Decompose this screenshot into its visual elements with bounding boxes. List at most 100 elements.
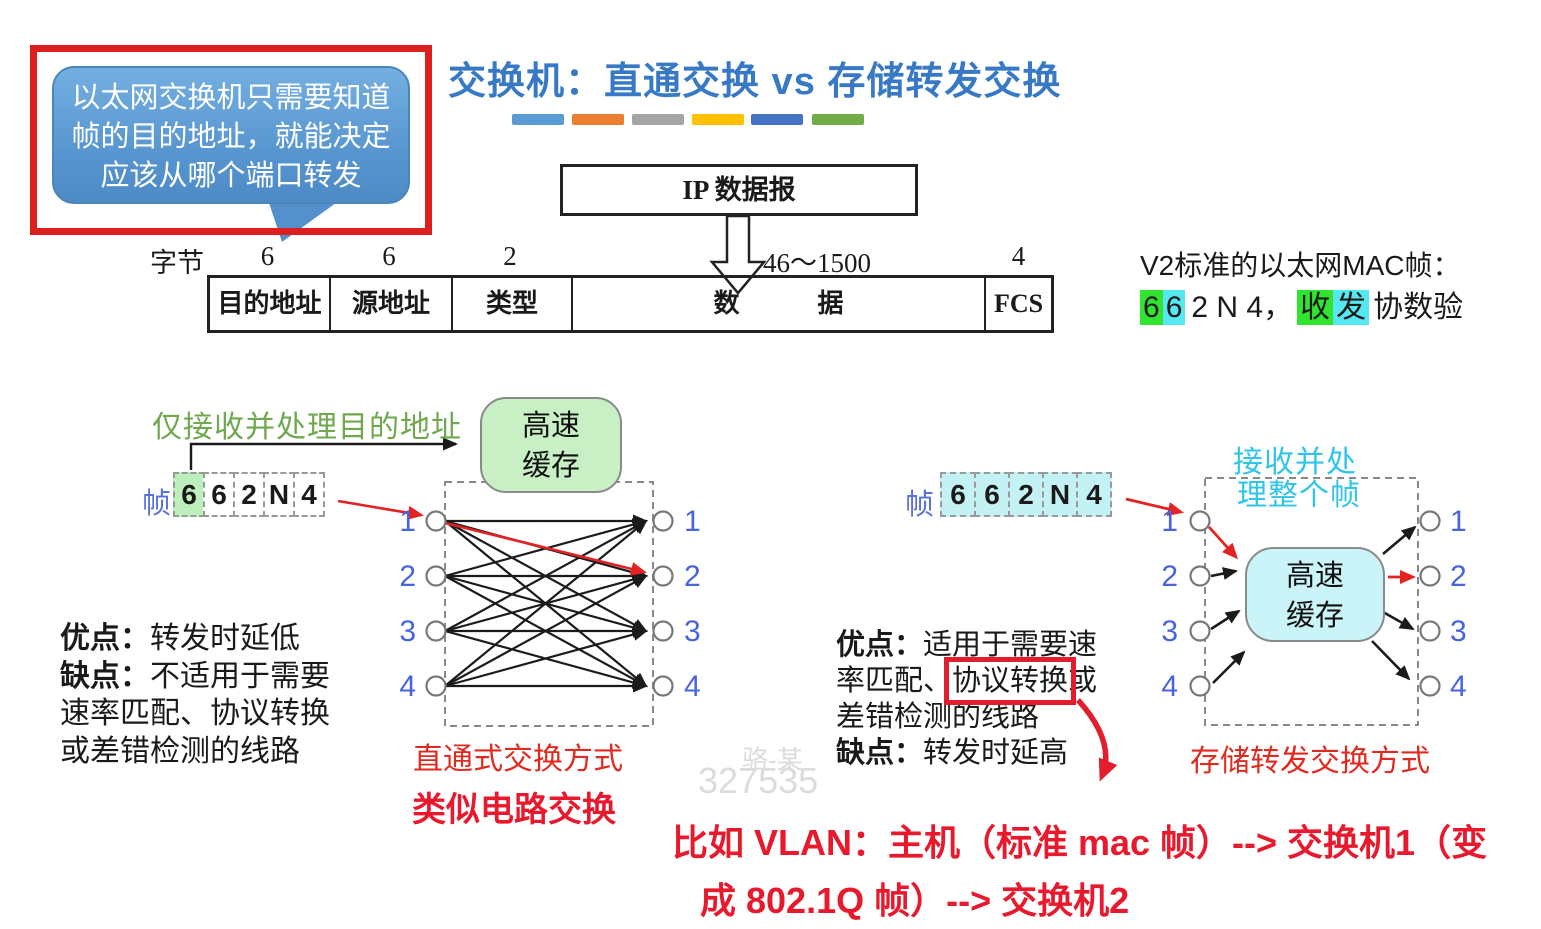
field-cell-type: 类型: [453, 278, 573, 330]
cut-through-fabric-box: [444, 481, 654, 727]
cons-text: 转发时延高: [923, 737, 1069, 769]
field-cell-fcs: FCS: [993, 289, 1044, 318]
pros-label: 优点：: [60, 622, 150, 655]
cut-through-annotation: 类似电路交换: [412, 791, 616, 829]
v2-part-green: 收: [1297, 290, 1334, 325]
cons-label: 缺点：: [836, 737, 924, 769]
port-in-label: 2: [1161, 560, 1178, 593]
port-in-label: 4: [399, 670, 416, 703]
callout-bubble: 以太网交换机只需要知道 帧的目的地址，就能决定 应该从哪个端口转发: [52, 66, 410, 204]
byte-count: 4: [1011, 241, 1026, 271]
field-cell-data: 数 据: [573, 278, 986, 330]
port-out-label: 3: [1450, 615, 1467, 648]
port-out-label: 2: [684, 560, 701, 593]
cache-label: 高速: [521, 410, 580, 442]
port-in-label: 1: [1161, 505, 1178, 538]
mesh-lines: [444, 514, 648, 693]
byte-count: 2: [503, 241, 517, 271]
pros-text: 适用于需要速: [923, 629, 1098, 661]
vlan-note-line2: 成 802.1Q 帧）--> 交换机2: [700, 880, 1130, 921]
store-forward-hint-line1: 接收并处: [1233, 446, 1357, 479]
cut-through-caption: 直通式交换方式: [413, 743, 623, 776]
frame-cell: 4: [293, 472, 325, 517]
pros-text: 差错检测的线路: [836, 701, 1040, 733]
frame-cell: 6: [173, 472, 205, 517]
cons-text: 不适用于需要: [150, 659, 330, 693]
v2-part-green: 6: [1140, 290, 1163, 325]
highlight-red-frame: [30, 45, 432, 235]
decor-bar: [512, 114, 564, 125]
decor-bar: [572, 114, 624, 125]
callout-line: 帧的目的地址，就能决定: [71, 121, 391, 153]
protocol-conversion-boxed: 协议转换: [944, 657, 1077, 705]
field-cell-src: 源地址: [331, 278, 453, 330]
port-out-label: 1: [1450, 505, 1467, 538]
cons-label: 缺点：: [60, 659, 150, 693]
watermark-id: 327535: [698, 760, 819, 801]
decor-bar: [812, 114, 864, 125]
port-out-label: 2: [1450, 560, 1467, 593]
port-out-label: 4: [1450, 670, 1467, 703]
callout-line: 应该从哪个端口转发: [100, 160, 362, 192]
cut-through-cache-box: 高速 缓存: [480, 397, 622, 493]
pros-text: 率匹配、: [836, 665, 953, 697]
byte-count: 6: [382, 241, 396, 271]
frame-to-port1-arrow-left: [337, 499, 424, 520]
store-forward-red-arrows: [1125, 497, 1416, 584]
port-in-label: 4: [1161, 670, 1178, 703]
cut-through-red-path: [444, 521, 647, 576]
cons-text: 速率匹配、协议转换: [60, 697, 330, 730]
cons-text: 或差错检测的线路: [60, 734, 300, 768]
pros-text: 转发时延低: [150, 622, 300, 655]
frame-label-right: 帧: [905, 489, 935, 521]
port-out-label: 4: [684, 670, 701, 703]
cache-label: 缓存: [1285, 600, 1344, 632]
store-forward-fabric-box: [1204, 477, 1419, 726]
v2-part-cyan: 6: [1162, 290, 1186, 325]
mac-frame-table: 目的地址 源地址 类型 数 据 FCS: [207, 275, 1054, 333]
ip-datagram-box: IP 数据报: [560, 164, 918, 216]
v2-part: 协数验: [1373, 291, 1464, 324]
page-title: 交换机：直通交换 vs 存储转发交换: [448, 61, 1062, 103]
cut-through-hint: 仅接收并处理目的地址: [152, 411, 462, 444]
dest-address-to-cache-arrow: [189, 437, 458, 470]
callout-tail: [268, 200, 340, 242]
byte-count: 6: [260, 241, 275, 271]
watermark-name: 骆-某: [742, 745, 803, 775]
port-out-label: 3: [684, 615, 701, 648]
decor-bar: [632, 114, 684, 125]
frame-cell: 2: [233, 472, 265, 517]
frame-cell: 6: [974, 472, 1010, 517]
port-in-label: 2: [399, 560, 416, 593]
cut-through-pros-cons: 优点：转发时延低 缺点：不适用于需要 速率匹配、协议转换 或差错检测的线路: [60, 620, 330, 770]
port-in-label: 3: [1161, 615, 1178, 648]
frame-cells-left: 6 6 2 N 4: [173, 472, 325, 517]
store-forward-arrows: [1210, 525, 1417, 684]
v2-part: 2 N 4，: [1191, 291, 1294, 324]
frame-cell: N: [263, 472, 295, 517]
cache-label: 高速: [1285, 560, 1344, 592]
vlan-note-line1: 比如 VLAN：主机（标准 mac 帧）--> 交换机1（变: [672, 822, 1488, 863]
frame-label-left: 帧: [142, 488, 172, 520]
port-in-label: 3: [399, 615, 416, 648]
frame-cells-right: 6 6 2 N 4: [940, 472, 1112, 517]
decor-bar: [692, 114, 744, 125]
decor-bar: [751, 114, 803, 125]
v2-part-cyan: 发: [1333, 290, 1370, 325]
protocol-conversion-arrow: [1075, 698, 1118, 782]
pros-label: 优点：: [836, 629, 924, 661]
v2-note-line1: V2标准的以太网MAC帧：: [1140, 250, 1461, 281]
frame-cell: 2: [1008, 472, 1044, 517]
byte-count: 46～1500: [763, 248, 871, 278]
frame-cell: 6: [940, 472, 976, 517]
callout-line: 以太网交换机只需要知道: [71, 82, 391, 114]
byte-unit-label: 字节: [150, 248, 204, 278]
port-in-label: 1: [399, 505, 416, 538]
store-forward-caption: 存储转发交换方式: [1190, 745, 1430, 778]
field-cell-dest: 目的地址: [210, 278, 331, 330]
frame-cell: 4: [1076, 472, 1112, 517]
store-forward-pros-cons: 优点：适用于需要速 率匹配、协议转换或 差错检测的线路 缺点：转发时延高: [836, 627, 1097, 771]
frame-cell: 6: [203, 472, 235, 517]
